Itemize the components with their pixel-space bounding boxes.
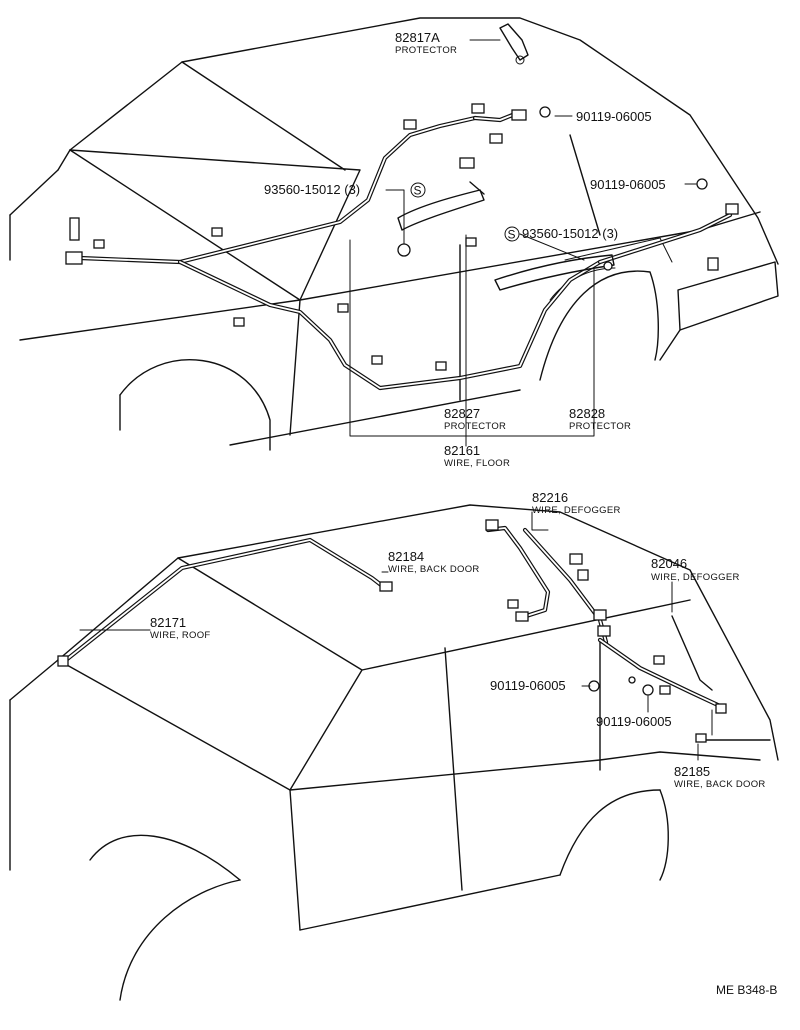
roof-wire (63, 537, 388, 663)
reference-code: ME B348-B (716, 983, 777, 997)
label-82185: 82185 WIRE, BACK DOOR (674, 764, 766, 790)
part-number: 82046 (651, 556, 687, 571)
bottom-connectors (57, 519, 727, 743)
part-number: 93560-15012 (3) (264, 182, 360, 197)
part-number: 82184 (388, 549, 424, 564)
top-car-body (9, 17, 779, 451)
label-82216: 82216 WIRE, DEFOGGER (532, 490, 621, 516)
bottom-leaders (79, 511, 699, 761)
part-number: 82827 (444, 406, 480, 421)
label-clip-93560-b: S 93560-15012 (3) (508, 226, 619, 242)
part-number: 90119-06005 (596, 714, 672, 729)
floor-wire (77, 109, 733, 391)
part-name: WIRE, BACK DOOR (388, 564, 480, 575)
protector-82817a (499, 23, 529, 65)
part-name: PROTECTOR (569, 421, 631, 432)
label-bolt-90119-c: 90119-06005 (490, 678, 566, 693)
protector-82828 (494, 254, 615, 291)
part-number: 90119-06005 (490, 678, 566, 693)
standard-part-symbol: S (414, 184, 422, 198)
label-bolt-90119-a: 90119-06005 (576, 109, 652, 124)
label-82827: 82827 PROTECTOR (444, 406, 506, 432)
label-82184: 82184 WIRE, BACK DOOR (388, 549, 480, 575)
top-leaders (349, 39, 697, 447)
defogger-wire-82216 (485, 525, 609, 645)
label-bolt-90119-d: 90119-06005 (596, 714, 672, 729)
label-82161: 82161 WIRE, FLOOR (444, 443, 510, 469)
label-82046: 82046 WIRE, DEFOGGER (651, 556, 740, 583)
standard-part-symbol: S (508, 228, 516, 242)
part-number: 82185 (674, 764, 710, 779)
bottom-car-body (9, 504, 779, 1001)
part-name: WIRE, DEFOGGER (532, 505, 621, 516)
part-name: PROTECTOR (395, 45, 457, 56)
part-number: 82171 (150, 615, 186, 630)
part-number: 90119-06005 (590, 177, 666, 192)
part-number: 90119-06005 (576, 109, 652, 124)
part-number: 93560-15012 (3) (522, 226, 618, 241)
label-82817a: 82817A PROTECTOR (395, 30, 457, 56)
part-name: WIRE, FLOOR (444, 458, 510, 469)
part-name: WIRE, BACK DOOR (674, 779, 766, 790)
label-82171: 82171 WIRE, ROOF (150, 615, 211, 641)
back-door-wire-82185 (597, 615, 723, 736)
label-clip-93560-a: 93560-15012 (3) S (264, 182, 422, 198)
part-name: WIRE, ROOF (150, 630, 211, 641)
part-number: 82216 (532, 490, 568, 505)
label-82828: 82828 PROTECTOR (569, 406, 631, 432)
part-name: PROTECTOR (444, 421, 506, 432)
part-number: 82161 (444, 443, 480, 458)
top-connectors (65, 103, 739, 371)
label-bolt-90119-b: 90119-06005 (590, 177, 666, 192)
part-number: 82828 (569, 406, 605, 421)
part-name: WIRE, DEFOGGER (651, 572, 740, 583)
protector-82827 (397, 181, 485, 231)
part-number: 82817A (395, 30, 440, 45)
